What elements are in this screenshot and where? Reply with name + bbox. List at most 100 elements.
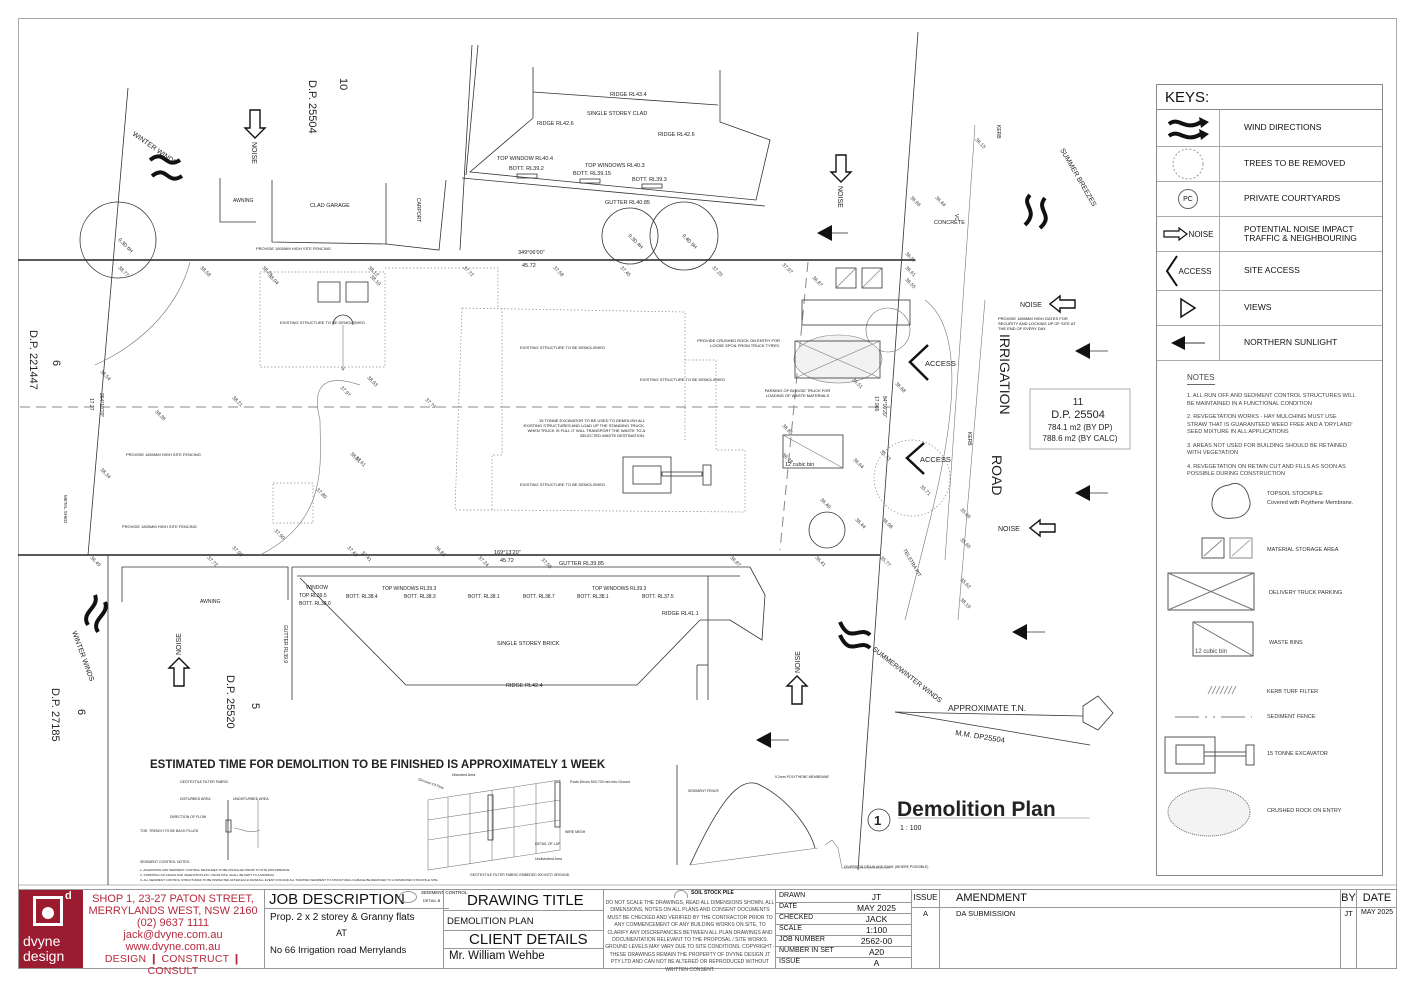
spot-level: 38.36 [154, 409, 167, 422]
access-label: ACCESS [920, 455, 951, 464]
site-access-icon [905, 442, 925, 475]
site-equipment [622, 267, 911, 494]
demolition-time-banner: ESTIMATED TIME FOR DEMOLITION TO BE FINI… [150, 759, 606, 771]
spot-level: 38.04 [267, 273, 280, 286]
crushed-rock-note: PROVIDE CRUSHED ROCK ON ENTRY FOR LOOSE … [697, 338, 780, 348]
carport-label: CARPORT [415, 198, 421, 222]
window-label: BOTT. RL39.15 [573, 171, 611, 177]
north-neighbour-building [219, 67, 771, 251]
subject-area-by-calc: 788.6 m2 (BY CALC) [1043, 434, 1118, 443]
noise-label: NOISE [176, 633, 183, 655]
window-label: TOP WINDOWS RL39.3 [592, 586, 646, 592]
window-label: BOTT. RL38.0 [299, 601, 331, 607]
ridge-label: RIDGE RL42.6 [537, 121, 574, 127]
noise-arrows [167, 109, 1076, 705]
spot-level: 38.34 [99, 467, 112, 480]
spot-level: 36.15 [974, 137, 987, 150]
spot-level: 38.19 [959, 597, 972, 610]
length-label: 17.965 [873, 396, 879, 412]
tagline: DESIGN ❙ CONSTRUCT ❙ CONSULT [104, 953, 242, 977]
existing-structure-note: EXISTING STRUCTURE TO BE DEMOLISHED [640, 377, 725, 382]
tree-to-remove-3 [649, 201, 719, 271]
detail-label: WIRE MESH [565, 830, 586, 834]
key-row: ACCESS SITE ACCESS [1157, 252, 1382, 291]
north-arrow-sublabel: M.M. DP25504 [955, 728, 1006, 745]
amendment-issue-header: ISSUE [913, 893, 938, 902]
key-label: SITE ACCESS [1244, 265, 1300, 276]
sediment-detail-circle [399, 891, 417, 903]
noise-label: NOISE [836, 186, 843, 208]
address-line: MERRYLANDS WEST, NSW 2160 [88, 905, 258, 917]
noise-arrow-icon [167, 657, 191, 687]
ridge-label: RIDGE RL43.4 [610, 92, 647, 98]
spot-level: 37.58 [552, 265, 565, 278]
window-label: BOTT. RL37.5 [642, 594, 674, 600]
key-label: VIEWS [1244, 302, 1272, 313]
clad-garage-label: CLAD GARAGE [310, 203, 350, 209]
detail-label: SEDIMENT FENCE [688, 789, 720, 793]
south-neighbour-building [121, 566, 766, 700]
window-label: TOP WINDOWS RL40.3 [585, 163, 645, 169]
legend-label: TOPSOIL STOCKPILE [1267, 491, 1323, 497]
crushed-rock-icon [1167, 787, 1251, 837]
gutter-label: GUTTER RL39.9 [282, 625, 288, 663]
window-label: BOTT. RL39.3 [632, 177, 667, 183]
amendment-row-date: MAY 2025 [1360, 909, 1394, 916]
meta-value: MAY 2025 [857, 903, 896, 913]
access-symbol: ACCESS [1178, 266, 1212, 276]
meta-value: 1:100 [865, 925, 888, 935]
noise-label: NOISE [250, 142, 257, 164]
noise-label: NOISE [998, 526, 1020, 533]
amendment-row-by: JT [1344, 909, 1353, 918]
spot-level: 38.54 [99, 369, 112, 382]
waste-bin-symbol: 12 cubic bin [1195, 649, 1227, 655]
soil-stockpile-tag: SOIL STOCK PILE [691, 890, 734, 896]
winter-winds-icon-south [84, 594, 108, 634]
spot-level: 37.80 [315, 487, 328, 500]
material-storage-2 [861, 267, 883, 289]
key-label: POTENTIAL NOISE IMPACT TRAFFIC & NEIGHBO… [1244, 223, 1357, 243]
window-label: BOTT. RL39.2 [509, 166, 544, 172]
concrete-label: CONCRETE [934, 220, 965, 226]
fencing-note: PROVIDE 1800MM HIGH SITE FENCING [122, 524, 197, 529]
window-label: TOP WINDOWS RL39.3 [382, 586, 436, 592]
summer-winter-winds-label: SUMMER/WINTER WINDS [871, 646, 943, 705]
drawing-title-value: DEMOLITION PLAN [447, 916, 534, 927]
subject-area-by-dp: 784.1 m2 (BY DP) [1048, 423, 1113, 432]
spot-level: 36.66 [909, 195, 922, 208]
lot-11-box [1029, 388, 1131, 450]
legend-label: SEDIMENT FENCE [1267, 714, 1316, 720]
spot-level: 35.65 [959, 537, 972, 550]
gutter-label: GUTTER RL40.85 [605, 200, 650, 206]
note-item: 3. AREAS NOT USED FOR BUILDING SHOULD BE… [1187, 442, 1347, 457]
waste-bin [782, 434, 844, 469]
spot-level: 36.44 [934, 195, 947, 208]
single-storey-clad-label: SINGLE STOREY CLAD [587, 111, 647, 117]
key-row: PC PRIVATE COURTYARDS [1157, 182, 1382, 217]
note-item: 1. ALL RUN OFF AND SEDIMENT CONTROL STRU… [1187, 393, 1356, 407]
detail-number: 1 [874, 813, 881, 828]
notes-section: NOTES 1. ALL RUN OFF AND SEDIMENT CONTRO… [1157, 361, 1382, 479]
noise-label: NOISE [795, 651, 802, 673]
lot-number-southwest: 6 [75, 709, 87, 715]
spot-level: 36.68 [894, 381, 907, 394]
phone-number: (02) 9637 1111 [136, 917, 210, 929]
gates-note: PROVIDE 1800MM HIGH GATES FOR SECURITY A… [998, 316, 1076, 331]
detail-label: GEOTEXTILE FILTER FABRIC [180, 780, 229, 784]
wind-arrows [84, 154, 1048, 650]
window-label: BOTT. RL38.7 [523, 594, 555, 600]
window-label: BOTT. RL38.1 [468, 594, 500, 600]
views-icon [1157, 291, 1220, 325]
stockpile-detail [676, 765, 890, 869]
detail-label: 2- STRIPPING OF GRASS AND VEGETATION ETC… [140, 873, 275, 877]
northern-sunlight-icon [1075, 343, 1108, 359]
detail-label: Direction Of Flow [418, 777, 445, 790]
legend-label: CRUSHED ROCK ON ENTRY [1267, 808, 1342, 814]
dp-north: D.P. 25504 [306, 80, 318, 134]
tree-label: 0.3D 4H [627, 233, 644, 250]
material-storage-1 [835, 267, 857, 289]
wire-fence-detail [427, 779, 561, 871]
northern-sunlight-icon [756, 732, 789, 748]
noise-arrow-icon [829, 154, 853, 183]
window-label: TOP WINDOW RL40.4 [497, 156, 553, 162]
